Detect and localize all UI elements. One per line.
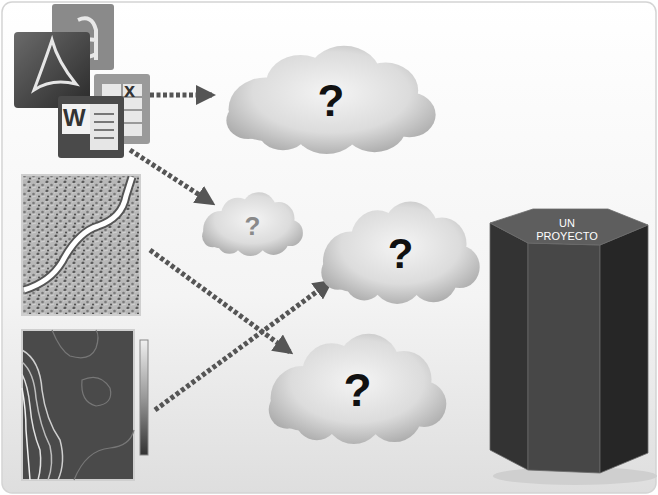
node-body: ? [200, 190, 305, 256]
question-mark: ? [245, 213, 261, 239]
node-body: ? [222, 42, 440, 154]
node-body: ? [265, 330, 450, 444]
question-mark: ? [343, 367, 371, 413]
node-body: ? [318, 198, 483, 304]
node-body: UN PROYECTO [488, 205, 650, 475]
project-prism: UN PROYECTO [488, 205, 650, 475]
question-mark: ? [318, 79, 345, 123]
question-cloud: ? [200, 190, 305, 256]
project-label: UN PROYECTO [527, 217, 607, 243]
question-cloud: ? [222, 42, 440, 154]
question-cloud: ? [265, 330, 450, 444]
document-icons [14, 4, 150, 158]
question-mark: ? [388, 233, 414, 275]
icon-letter: x [124, 80, 135, 100]
map-image [22, 175, 140, 315]
question-cloud: ? [318, 198, 483, 304]
contour-map [22, 330, 148, 480]
prism-shape [488, 205, 650, 475]
icon-letter: W [63, 106, 86, 130]
